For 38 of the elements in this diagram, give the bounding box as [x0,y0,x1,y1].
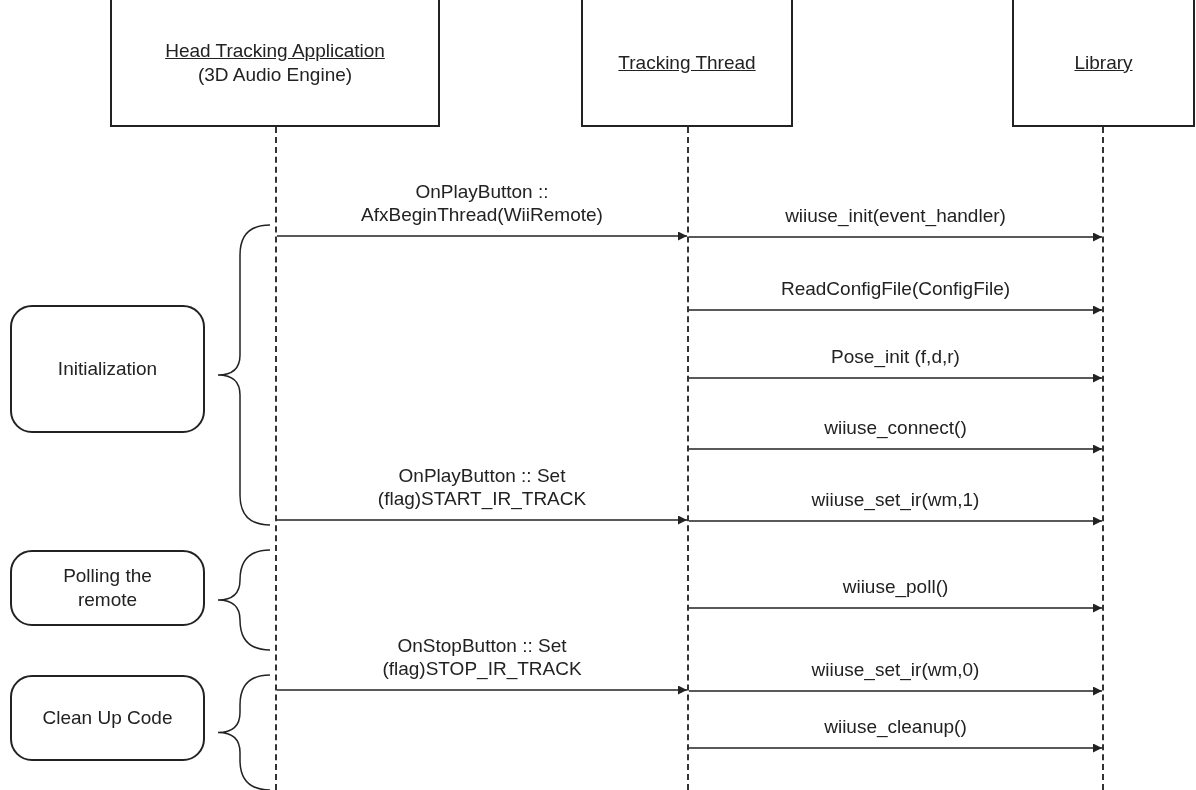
phase-label: Clean Up Code [42,706,173,730]
message-label: OnPlayButton :: Set (flag)START_IR_TRACK [376,464,588,510]
message-arrow [276,685,688,695]
message-arrow [688,516,1103,526]
message-arrow [276,231,688,241]
participant-name: Library [1074,50,1133,75]
message-label: wiiuse_connect() [824,416,967,439]
message-arrow [688,305,1103,315]
participant-subtitle: (3D Audio Engine) [197,62,353,87]
participant-name: Head Tracking Application [165,38,385,63]
message-label: Pose_init (f,d,r) [831,345,960,368]
message-label: ReadConfigFile(ConfigFile) [780,277,1011,300]
phase-label: Polling the remote [62,564,153,612]
message-arrow [688,444,1103,454]
message-arrow [688,686,1103,696]
message-label: wiiuse_poll() [842,575,949,598]
message-arrow [688,373,1103,383]
message-label: OnPlayButton :: AfxBeginThread(WiiRemote) [360,180,604,226]
lifeline [687,127,689,790]
message-arrow [688,232,1103,242]
lifeline-header-box [110,0,440,127]
message-arrow [688,743,1103,753]
phase-label: Initialization [57,357,158,381]
message-label: wiiuse_set_ir(wm,1) [811,488,980,511]
message-arrow [276,515,688,525]
lifeline [1102,127,1104,790]
message-arrow [688,603,1103,613]
message-label: wiiuse_cleanup() [824,715,967,738]
lifeline-header-box [581,0,793,127]
phase-box [10,550,205,626]
message-label: OnStopButton :: Set (flag)STOP_IR_TRACK [381,634,583,680]
message-label: wiiuse_init(event_handler) [785,204,1006,227]
lifeline [275,127,277,790]
lifeline-header-box [1012,0,1195,127]
message-label: wiiuse_set_ir(wm,0) [811,658,980,681]
phase-box [10,305,205,433]
phase-box [10,675,205,761]
participant-name: Tracking Thread [618,50,756,75]
